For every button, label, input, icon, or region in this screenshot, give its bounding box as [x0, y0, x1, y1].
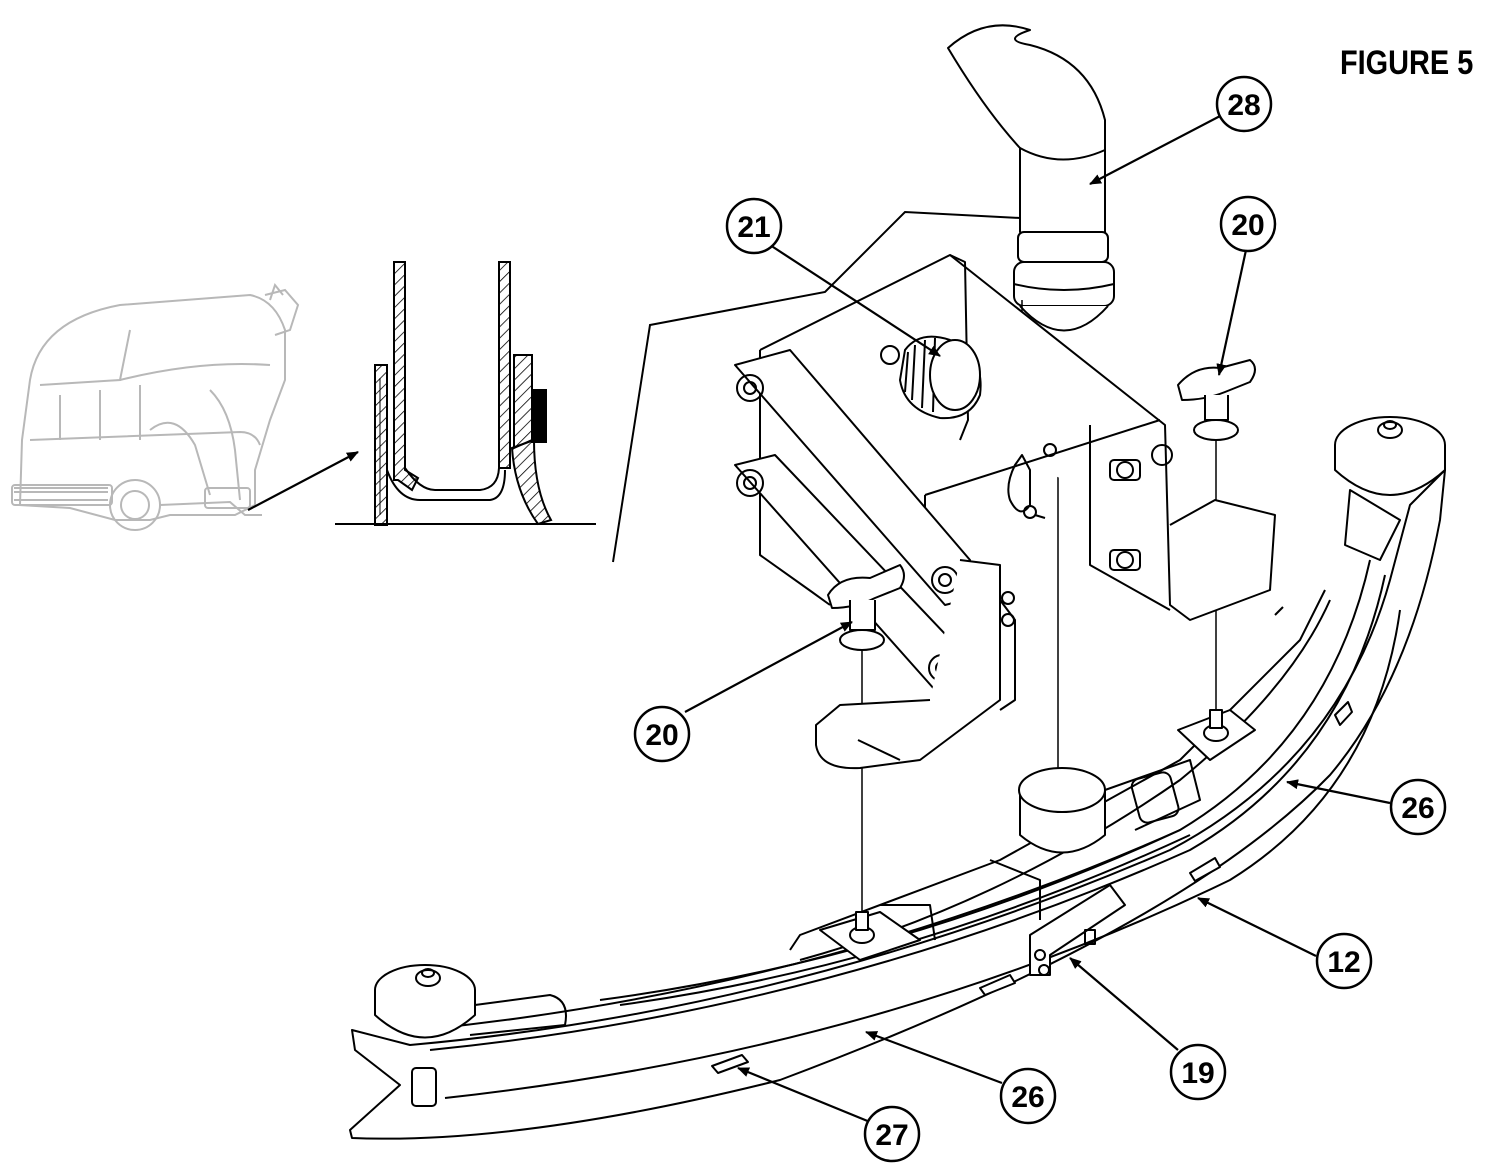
callout-leaders: [684, 114, 1391, 1124]
squeegee-assembly: [349, 24, 1446, 1140]
callout-27-label: 27: [875, 1119, 908, 1152]
machine-silhouette: [11, 282, 300, 531]
cross-section-detail: [335, 261, 596, 526]
callout-26-right-label: 26: [1401, 792, 1434, 825]
callout-26-bottom: 26: [999, 1067, 1057, 1125]
callout-12-label: 12: [1327, 946, 1360, 979]
callout-20-left-label: 20: [645, 719, 678, 752]
callout-28-label: 28: [1227, 89, 1260, 122]
zoom-guide-lines: [612, 210, 1021, 563]
leader-28: [1089, 114, 1223, 185]
leader-21: [769, 244, 941, 357]
callout-26-right: 26: [1389, 778, 1447, 836]
leader-19: [1069, 957, 1179, 1051]
callout-27: 27: [863, 1105, 921, 1163]
hose-elbow: [947, 24, 1106, 242]
callout-12: 12: [1315, 932, 1373, 990]
leader-27: [737, 1066, 871, 1124]
callout-20-right: 20: [1219, 195, 1277, 253]
leader-12: [1197, 897, 1317, 957]
callout-21-label: 21: [737, 211, 770, 244]
leader-20-left: [684, 621, 853, 713]
callout-21: 21: [725, 197, 783, 255]
leader-26-bottom: [865, 1030, 1003, 1085]
callout-20-left: 20: [633, 705, 691, 763]
callout-19-label: 19: [1181, 1057, 1214, 1090]
callout-19: 19: [1169, 1043, 1227, 1101]
figure-title: FIGURE 5: [1340, 44, 1474, 82]
callout-28: 28: [1215, 75, 1273, 133]
callout-26-bottom-label: 26: [1011, 1081, 1044, 1114]
detail-arrow: [247, 451, 359, 511]
leader-26-right: [1286, 779, 1391, 805]
callout-20-right-label: 20: [1231, 209, 1264, 242]
leader-20-right: [1216, 249, 1248, 376]
